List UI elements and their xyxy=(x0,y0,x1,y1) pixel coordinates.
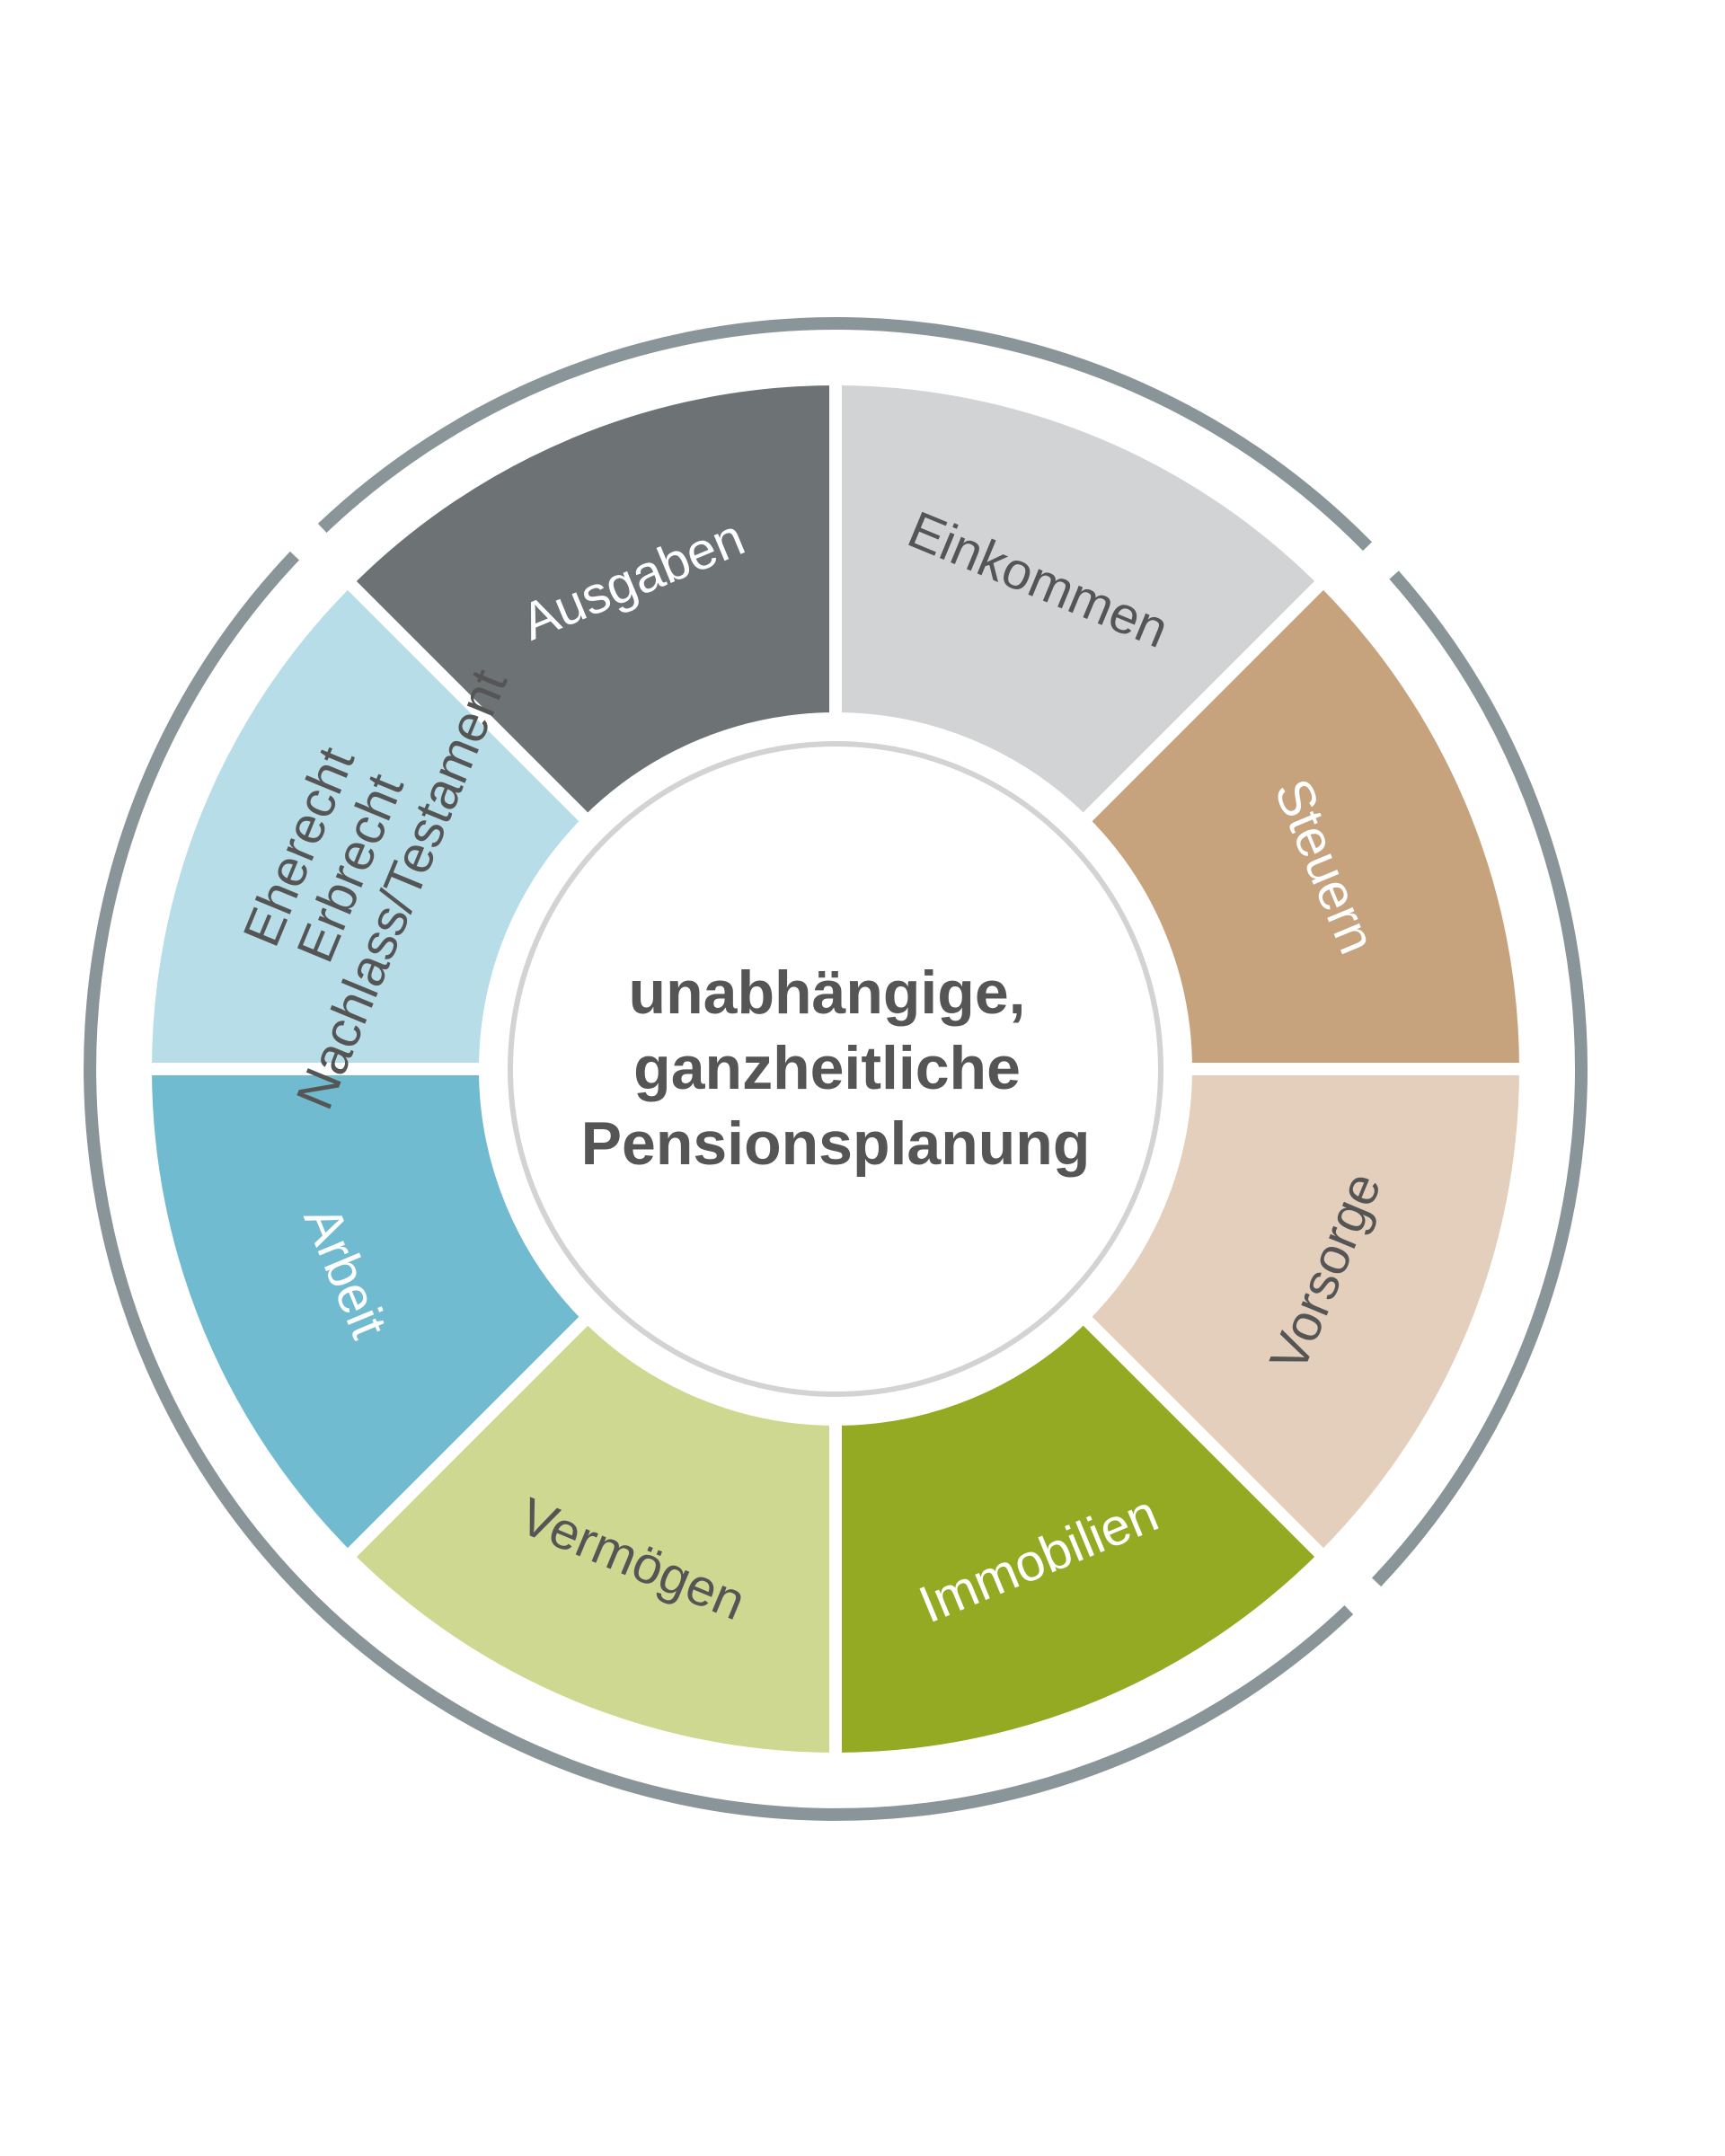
center-title-line-2: ganzheitliche xyxy=(633,1034,1021,1102)
outer-ring-arc xyxy=(317,317,1372,552)
outer-ring xyxy=(84,317,1588,1821)
segment-vermoegen xyxy=(339,1307,842,1766)
segment-steuern xyxy=(1074,572,1533,1075)
segment-einkommen xyxy=(829,372,1332,831)
segment-vorsorge xyxy=(1074,1063,1533,1566)
segment-group: EinkommenSteuernVorsorgeImmobilienVermög… xyxy=(138,372,1533,1766)
center-title-line-1: unabhängige, xyxy=(629,959,1026,1027)
segment-ausgaben xyxy=(339,372,842,831)
segment-eherecht xyxy=(138,572,597,1075)
outer-ring-arc xyxy=(84,551,1354,1821)
center-title: unabhängige, ganzheitliche Pensionsplanu… xyxy=(581,959,1091,1178)
outer-ring-arc xyxy=(1371,570,1588,1587)
center-circle xyxy=(508,741,1163,1397)
segment-arbeit xyxy=(138,1063,597,1566)
segment-immobilien xyxy=(829,1307,1332,1766)
center-title-line-3: Pensionsplanung xyxy=(581,1109,1091,1178)
